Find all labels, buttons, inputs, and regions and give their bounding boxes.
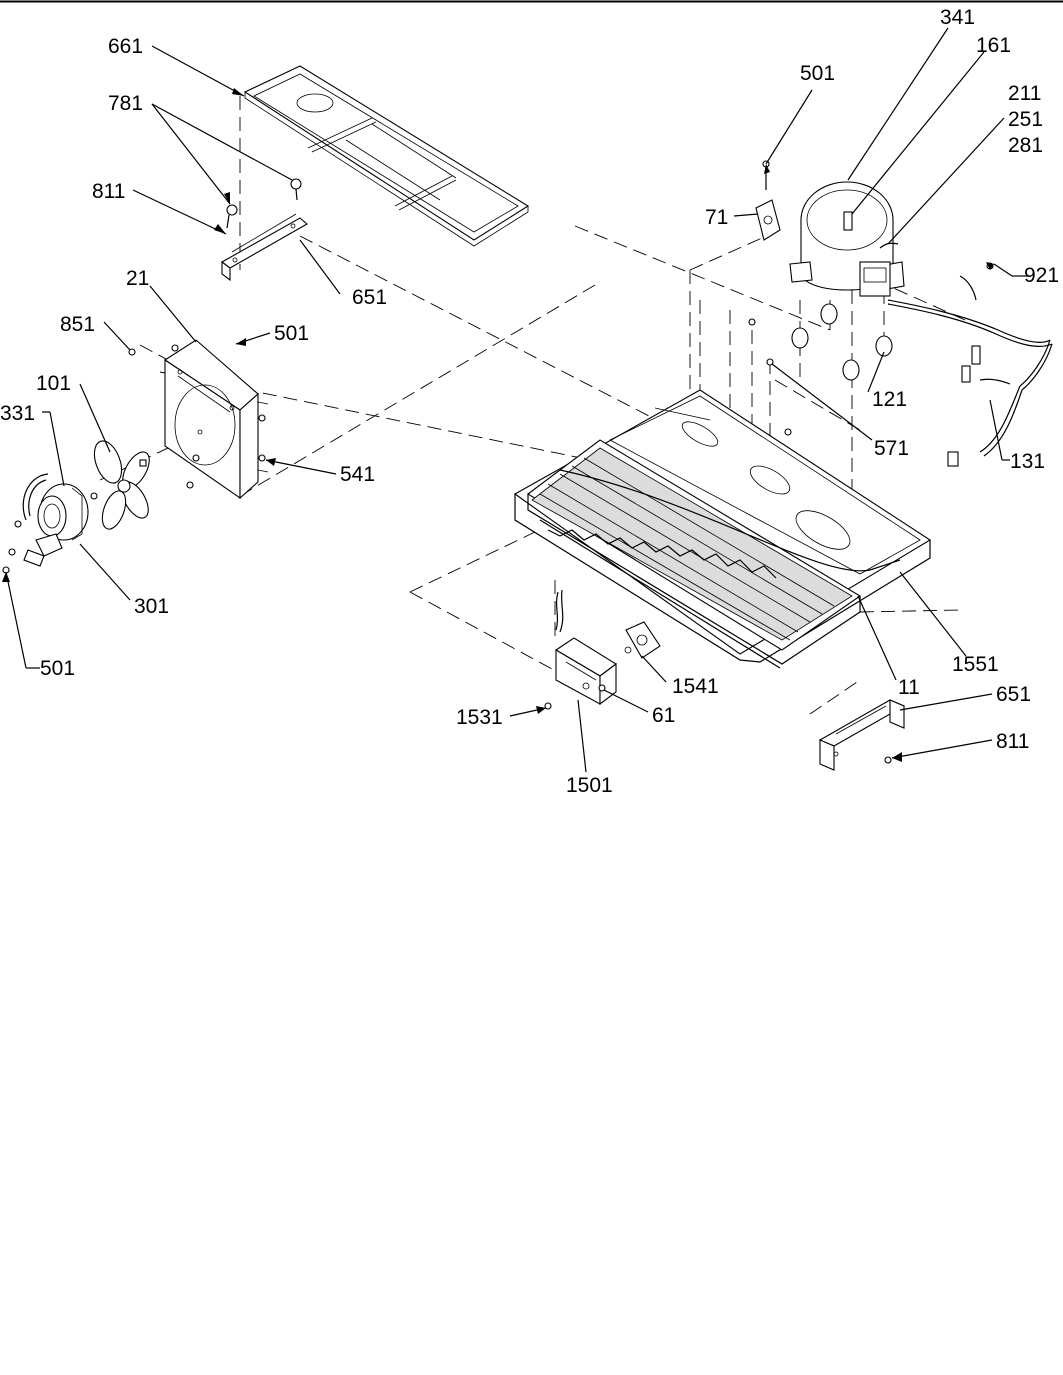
label-21: 21 (126, 267, 149, 290)
label-121: 121 (872, 388, 907, 411)
screws-center (748, 318, 792, 436)
base-pan-condenser (513, 389, 932, 669)
arrowheads (2, 88, 994, 762)
label-281: 281 (1008, 134, 1043, 157)
label-661: 661 (108, 35, 143, 58)
label-851: 851 (60, 313, 95, 336)
label-301: 301 (134, 595, 169, 618)
fan-motor (22, 473, 98, 567)
label-501-relay: 501 (800, 62, 835, 85)
label-161: 161 (976, 34, 1011, 57)
label-71: 71 (705, 206, 728, 229)
fan-blade (93, 440, 150, 530)
label-501-motor: 501 (40, 657, 75, 680)
part-labels: 661 781 811 651 21 851 501 101 331 541 3… (0, 6, 1059, 797)
mounting-bracket-lower (818, 699, 906, 771)
label-341: 341 (940, 6, 975, 29)
label-251: 251 (1008, 108, 1043, 131)
label-811-upper: 811 (92, 180, 125, 203)
label-11: 11 (898, 676, 920, 699)
top-cover-panel (243, 65, 530, 247)
thermostat-1541 (624, 621, 661, 659)
mounting-bracket-upper (220, 213, 308, 282)
label-1501: 1501 (566, 774, 613, 797)
label-651-upper: 651 (352, 286, 387, 309)
label-571: 571 (874, 437, 909, 460)
label-921: 921 (1024, 264, 1059, 287)
wiring-harness (887, 262, 1053, 467)
label-1541: 1541 (672, 675, 719, 698)
label-541: 541 (340, 463, 375, 486)
label-811-lower: 811 (996, 730, 1029, 753)
spring-clips (226, 178, 302, 229)
label-331: 331 (0, 402, 35, 425)
relay-overload (755, 160, 781, 241)
label-61: 61 (652, 704, 675, 727)
label-101: 101 (36, 372, 71, 395)
label-781: 781 (108, 92, 143, 115)
label-651-lower: 651 (996, 683, 1031, 706)
label-501-shroud: 501 (274, 322, 309, 345)
label-1531: 1531 (456, 706, 503, 729)
screws-left (2, 344, 266, 574)
condenser-fins (539, 457, 835, 641)
label-211: 211 (1008, 82, 1041, 105)
compressor (789, 181, 905, 381)
label-131: 131 (1010, 450, 1045, 473)
leader-lines (5, 27, 1028, 773)
label-1551: 1551 (952, 653, 999, 676)
fan-shroud-bracket (163, 339, 269, 500)
